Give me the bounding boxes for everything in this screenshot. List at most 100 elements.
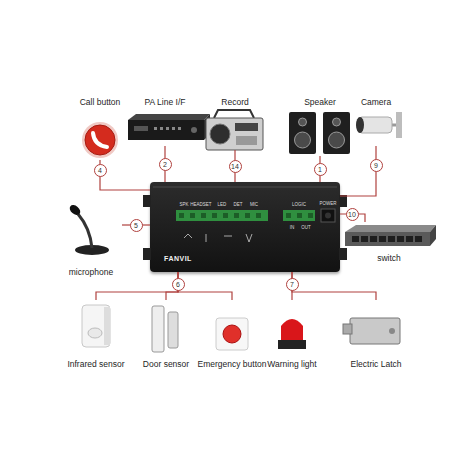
camera-icon [356,112,402,138]
warning-light-icon [278,340,306,349]
speaker-icon [289,112,350,154]
switch-icon [430,225,436,246]
device-box: FANVIL [150,182,340,272]
pa-line-icon [154,127,157,130]
port-label: POWER [319,202,336,207]
pa-line-icon [172,127,175,130]
peripheral-box: PA Line I/F [125,96,205,146]
microphone-icon [75,245,109,255]
device-label: Call button [80,98,121,107]
call-button-icon [93,133,107,147]
speaker-icon [323,112,350,154]
infrared-sensor-icon [82,305,110,347]
switch-icon [370,236,377,242]
record-icon [210,124,230,144]
device-label: Record [221,98,248,107]
switch-icon [345,225,436,246]
device-label: Emergency button [198,360,267,369]
switch-icon [345,225,436,232]
peripheral-box: switch [343,222,435,264]
port-label: HEADSET [190,203,211,208]
connector-line [96,272,178,300]
electric-latch-icon [343,324,352,334]
port-label: LED [218,203,227,208]
connector-line [100,160,150,190]
electric-latch-icon [350,318,400,344]
device-label: microphone [69,268,113,277]
callout-number: 4 [94,164,107,177]
peripheral-box: Camera [348,96,404,146]
microphone-icon [68,203,82,217]
device-details [339,248,347,260]
device-details [297,213,302,218]
device-details [153,187,337,188]
emergency-button-icon [216,318,248,350]
device-details [286,213,291,218]
port-label: SPK [179,203,188,208]
pa-line-icon [160,127,163,130]
callout-number: 7 [286,278,299,291]
peripheral-box: Warning light [266,300,318,370]
microphone-icon [68,203,109,255]
camera-icon [388,124,396,127]
pa-line-icon [178,127,181,130]
connector-line [178,272,232,300]
warning-light-icon [278,319,306,349]
device-label: Infrared sensor [67,360,124,369]
call-button-icon [82,122,118,158]
callout-number: 14 [229,160,242,173]
port-label: OUT [301,226,311,231]
door-sensor-icon [152,306,164,352]
callout-number: 6 [172,278,185,291]
record-icon [214,110,254,118]
emergency-button-icon [216,318,248,350]
device-details [143,187,347,260]
speaker-icon [299,118,307,126]
switch-icon [379,236,386,242]
record-icon [235,123,258,131]
device-details [212,213,217,218]
device-details [143,248,151,260]
device-details [143,195,151,207]
pa-line-icon [128,114,210,120]
connector-line [292,272,376,300]
infrared-sensor-icon [104,307,110,345]
device-details [190,213,195,218]
pa-line-icon [128,114,210,140]
switch-icon [345,232,430,246]
device-details [176,210,268,221]
door-sensor-icon [168,312,178,348]
record-icon [206,118,263,150]
peripheral-box: Door sensor [140,300,192,370]
camera-icon [358,117,392,133]
connector-line [340,146,376,196]
infrared-sensor-icon [82,305,110,347]
switch-icon [352,236,359,242]
door-sensor-icon [152,306,178,352]
camera-icon [356,117,364,133]
callout-number: 5 [130,219,143,232]
peripheral-box: Record [205,96,265,150]
peripheral-box: Infrared sensor [60,300,132,370]
device-details [283,210,315,221]
record-icon [236,136,257,145]
device-label: Door sensor [143,360,189,369]
callout-number: 1 [314,163,327,176]
warning-light-icon [281,319,303,340]
port-label: MIC [250,203,258,208]
brand-label: FANVIL [164,255,192,262]
pa-line-icon [128,120,204,140]
record-icon [206,110,263,150]
device-label: Speaker [304,98,336,107]
device-details [223,213,228,218]
device-details [179,213,184,218]
device-details [201,213,206,218]
callout-number: 10 [346,208,359,221]
device-details [339,195,347,207]
speaker-icon [333,118,341,126]
device-details [234,213,239,218]
